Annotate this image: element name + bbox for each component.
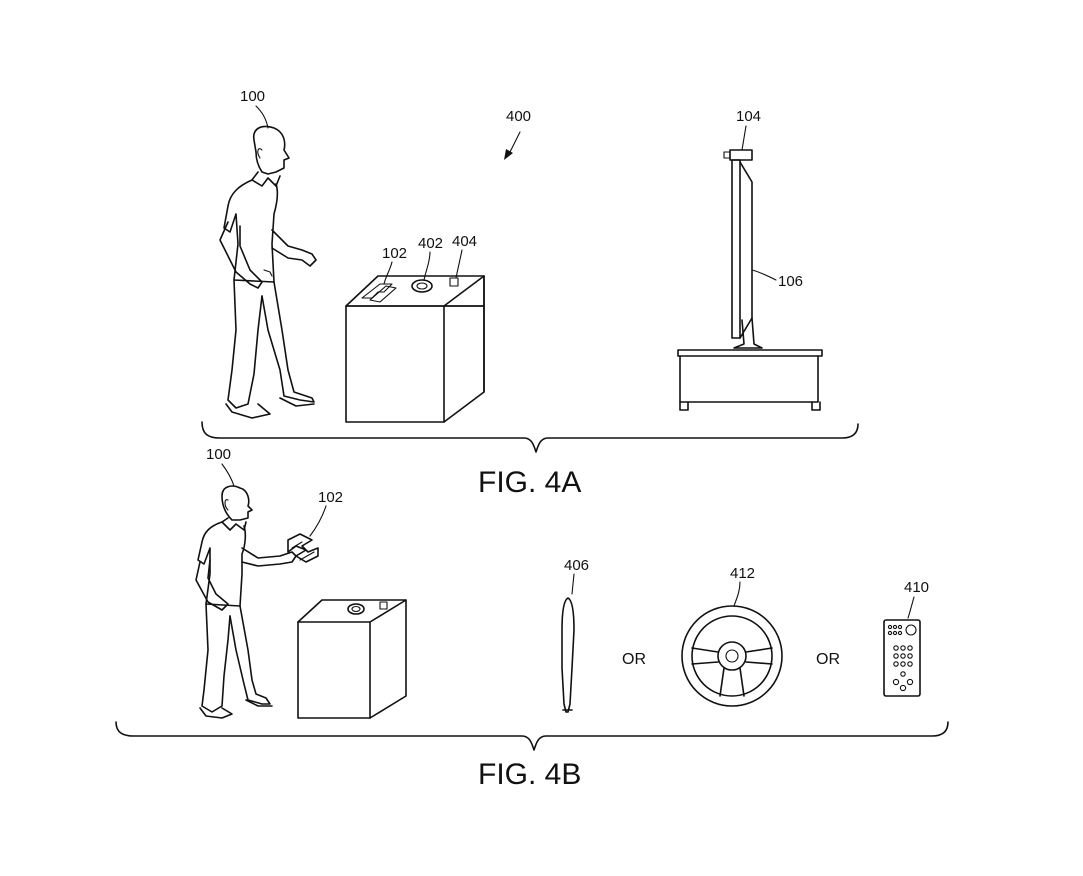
round-button-402 [411, 279, 433, 293]
leader-102-4b [309, 505, 327, 537]
leader-102-4a [383, 261, 393, 285]
leader-104 [741, 125, 747, 151]
label-102-4a: 102 [382, 245, 407, 262]
leader-106 [751, 269, 777, 281]
controller-102-held [287, 533, 319, 563]
fig-4a: 100 400 102 402 404 [201, 88, 859, 499]
leader-410 [907, 596, 915, 619]
label-102-4b: 102 [318, 489, 343, 506]
leader-412 [733, 581, 741, 607]
camera-104 [729, 149, 753, 161]
label-402: 402 [418, 235, 443, 252]
label-100-4b: 100 [206, 446, 231, 463]
label-406: 406 [564, 557, 589, 574]
label-106: 106 [778, 273, 803, 290]
leader-402 [423, 251, 431, 281]
leader-100-4a [255, 105, 269, 129]
leader-100-4b [221, 463, 235, 487]
bat-406 [561, 597, 575, 713]
arrow-400 [504, 131, 521, 160]
label-400: 400 [506, 108, 531, 125]
person-figure-4a [219, 125, 317, 419]
person-figure-4b [195, 485, 297, 719]
leader-406 [571, 573, 575, 595]
caption-fig-4a: FIG. 4A [478, 466, 581, 499]
label-412: 412 [730, 565, 755, 582]
or-word-2: OR [816, 651, 840, 668]
or-word-1: OR [622, 651, 646, 668]
display-stand-4a [677, 149, 823, 411]
caption-fig-4b: FIG. 4B [478, 758, 581, 791]
brace-4a [201, 421, 859, 453]
label-100-4a: 100 [240, 88, 265, 105]
square-button-404 [449, 277, 459, 287]
label-410: 410 [904, 579, 929, 596]
console-box-4b [297, 599, 407, 719]
remote-410 [883, 619, 921, 697]
brace-4b [115, 721, 949, 751]
label-404: 404 [452, 233, 477, 250]
fig-4b: 100 102 406 OR [115, 446, 949, 791]
label-104: 104 [736, 108, 761, 125]
steering-wheel-412 [681, 605, 783, 707]
console-box-4a [345, 275, 485, 423]
leader-404 [455, 249, 463, 279]
